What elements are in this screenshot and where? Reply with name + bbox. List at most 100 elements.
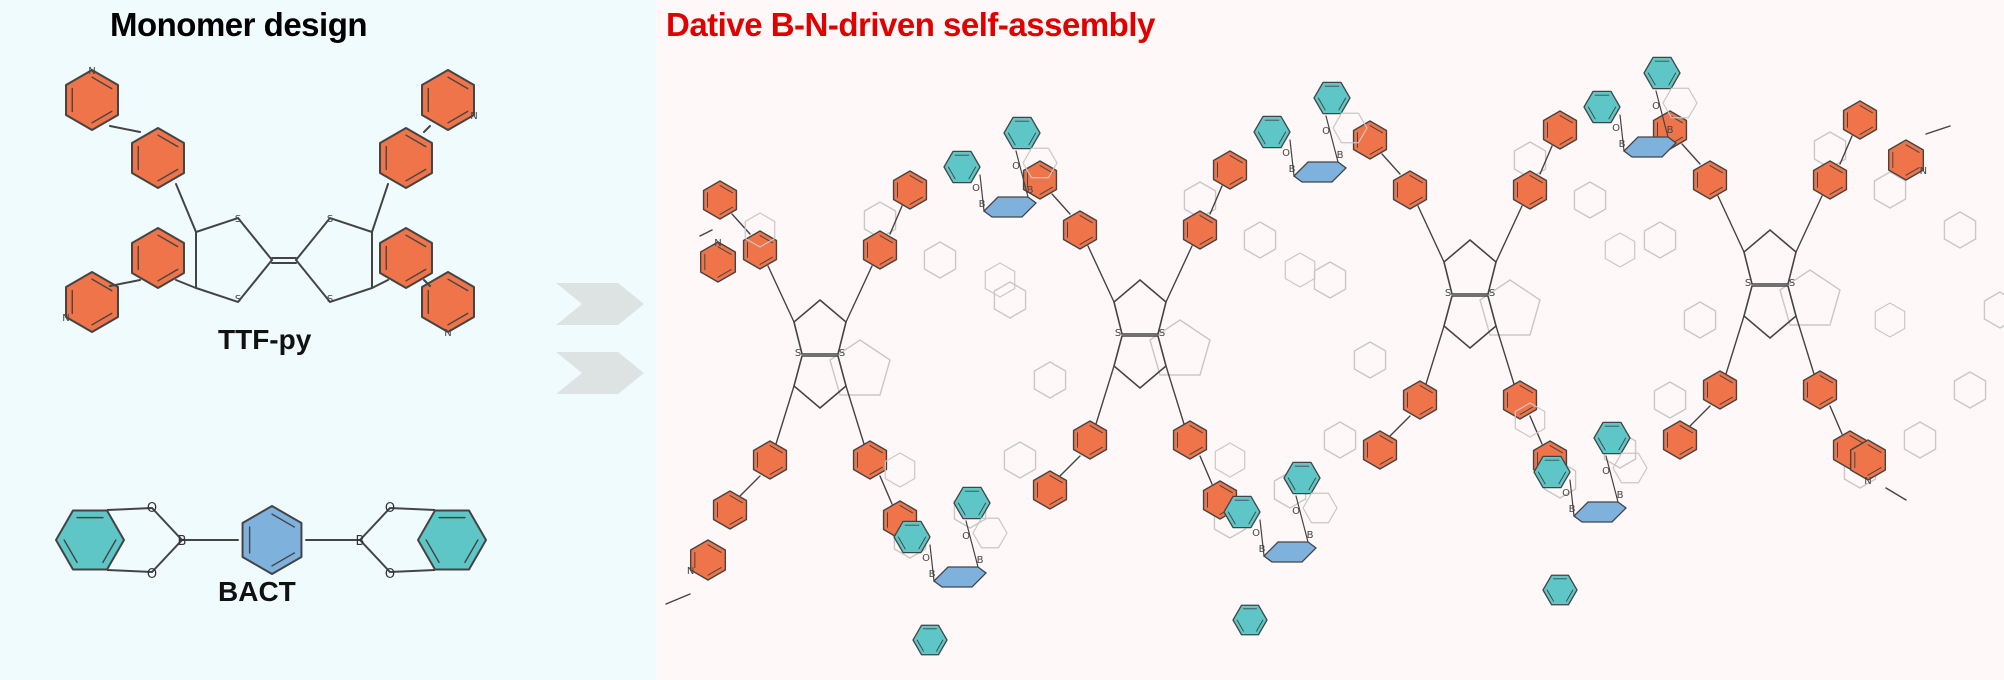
oxygen-atom-label: O (147, 567, 157, 582)
tilted-benzene-ring (1263, 541, 1317, 563)
nitrogen-atom-label: N (62, 313, 69, 324)
bond (1829, 405, 1843, 435)
aromatic-bond (879, 256, 893, 265)
phenyl-ring (862, 230, 898, 270)
bond (109, 279, 141, 287)
boron-atom-label: B (1027, 185, 1034, 196)
catechol-ring (953, 486, 991, 520)
aromatic-bond (968, 166, 977, 180)
boron-atom-label: B (979, 199, 986, 210)
faint-ring (993, 281, 1027, 319)
bond (739, 475, 761, 497)
aromatic-bond (1597, 437, 1606, 451)
aromatic-bond (1369, 125, 1383, 134)
aromatic-bond (1679, 446, 1693, 455)
bond (1051, 193, 1071, 215)
bond (1209, 185, 1223, 215)
pyridine-ring (421, 69, 475, 131)
aromatic-bond (1409, 196, 1423, 205)
sulfur-atom-label: S (1115, 328, 1121, 339)
oxygen-atom-label: O (1602, 466, 1610, 477)
phenyl-ring (131, 227, 185, 289)
catechol-ring (55, 509, 125, 571)
aromatic-bond (707, 567, 722, 576)
faint-ring (1284, 252, 1316, 288)
faint-ring (984, 262, 1016, 298)
phenyl-ring (1172, 420, 1208, 460)
boron-atom-label: B (1337, 150, 1344, 161)
aromatic-bond (405, 268, 427, 282)
bond (731, 213, 751, 235)
tilted-benzene-ring (1573, 501, 1627, 523)
aromatic-bond (769, 445, 783, 454)
dithiole-ring (1443, 238, 1497, 295)
bond (767, 265, 795, 323)
boron-atom-label: B (1307, 530, 1314, 541)
tilted-benzene-ring (1293, 161, 1347, 183)
aromatic-bond (1566, 589, 1574, 602)
aromatic-bond (157, 168, 179, 182)
bond (1087, 245, 1115, 303)
bond (889, 205, 903, 235)
boron-atom-label: B (1569, 504, 1576, 515)
aromatic-bond (405, 134, 427, 148)
aromatic-bond (869, 445, 883, 454)
phenyl-ring (1802, 370, 1838, 410)
aromatic-bond (405, 168, 427, 182)
faint-catechol-ring (1022, 147, 1058, 179)
bond (371, 279, 389, 289)
aromatic-bond (717, 269, 732, 278)
oxygen-atom-label: O (385, 501, 395, 516)
sulfur-atom-label: S (1789, 278, 1795, 289)
faint-ring (1323, 421, 1357, 459)
aromatic-bond (1287, 477, 1296, 491)
monomer-design-title: Monomer design (110, 6, 368, 43)
catechol-ring (1313, 81, 1351, 115)
bond (1539, 145, 1553, 175)
dithiole-ring (1113, 335, 1167, 390)
aromatic-bond (1199, 215, 1213, 224)
faint-ring (744, 212, 776, 248)
aromatic-bond (157, 134, 179, 148)
catechol-ring (1283, 461, 1321, 495)
aromatic-bond (1409, 175, 1423, 184)
aromatic-bond (1419, 385, 1433, 394)
pyridine-ring (1662, 420, 1698, 460)
aromatic-bond (1867, 444, 1882, 453)
aromatic-bond (271, 552, 296, 567)
pyridine-ring (1842, 100, 1878, 140)
aromatic-bond (1199, 236, 1213, 245)
aromatic-bond (916, 639, 924, 652)
aromatic-bond (1256, 619, 1264, 632)
bond (1795, 315, 1815, 375)
ttf-py-label: TTF-py (218, 324, 312, 355)
tilted-benzene-ring (1623, 136, 1677, 158)
nitrogen-atom-label: N (1920, 166, 1927, 177)
bond (1795, 195, 1823, 253)
aromatic-bond (909, 196, 923, 205)
aromatic-bond (1079, 215, 1093, 224)
pyridine-ring (65, 69, 119, 131)
bond (965, 520, 979, 568)
double-chevron-arrow-icon (556, 352, 644, 394)
faint-catechol-ring (972, 517, 1008, 549)
aromatic-bond (1587, 106, 1596, 120)
sulfur-atom-label: S (327, 294, 333, 305)
pyridine-ring (1362, 430, 1398, 470)
double-chevron-arrow-icon (556, 283, 644, 325)
aromatic-bond (1529, 175, 1543, 184)
chain-end-bond (699, 229, 713, 237)
catechol-ring (1542, 574, 1578, 606)
chain-end-bond (1885, 487, 1907, 501)
pyridine-ring (702, 180, 738, 220)
phenyl-ring (379, 127, 433, 189)
aromatic-bond (1049, 475, 1063, 484)
phenyl-ring (1502, 380, 1538, 420)
nitrogen-atom-label: N (444, 328, 451, 339)
bond (1325, 115, 1339, 163)
bond (1717, 195, 1745, 253)
oxygen-atom-label: O (1282, 148, 1290, 159)
phenyl-ring (852, 440, 888, 480)
aromatic-bond (1236, 619, 1244, 632)
aromatic-bond (1219, 485, 1233, 494)
